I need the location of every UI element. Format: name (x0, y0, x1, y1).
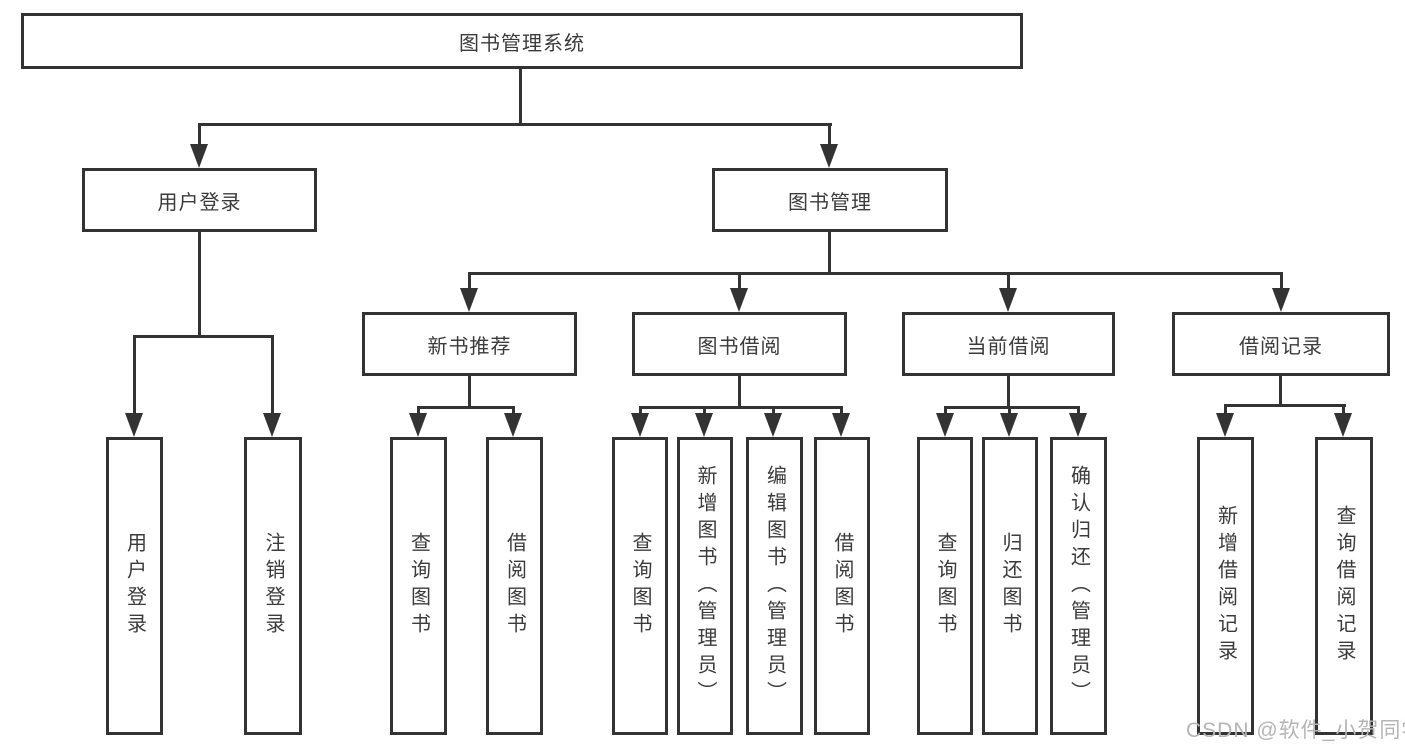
leaf-query-books-current: 查询图书 (917, 437, 973, 735)
connector-book-mgmt-branch (468, 272, 1283, 275)
connector-arrowhead (999, 288, 1017, 312)
leaf-label: 归还图书 (999, 532, 1021, 640)
leaf-query-books-recommend: 查询图书 (390, 437, 447, 735)
connector-stem (944, 406, 947, 416)
leaf-add-books-admin: 新增图书（管理员） (677, 437, 733, 735)
connector-book-borrow-branch (639, 406, 843, 409)
connector-arrowhead (631, 413, 649, 437)
leaf-label: 注销登录 (262, 532, 284, 640)
leaf-label: 查询图书 (629, 532, 651, 640)
connector-book-mgmt-drop (828, 232, 831, 275)
leaf-label: 查询图书 (934, 532, 956, 640)
connector-new-book-branch (417, 406, 515, 409)
leaf-label: 借阅图书 (831, 532, 853, 640)
connector-stem (1007, 272, 1010, 290)
connector-arrowhead (125, 413, 143, 437)
connector-arrowhead (1216, 413, 1234, 437)
connector-stem (468, 272, 471, 290)
connector-borrow-records-drop (1279, 376, 1282, 407)
connector-current-borrow-branch (944, 406, 1080, 409)
leaf-logout: 注销登录 (244, 437, 302, 735)
connector-borrow-records-branch (1224, 404, 1346, 407)
connector-arrowhead (936, 413, 954, 437)
connector-arrowhead (409, 413, 427, 437)
connector-stem (1280, 272, 1283, 290)
connector-current-borrow-drop (1007, 376, 1010, 409)
csdn-watermark: CSDN @软件_小贺同学 (1186, 719, 1405, 742)
connector-user-login-drop (198, 232, 201, 338)
leaf-label: 用户登录 (123, 532, 146, 640)
node-new-book-recommend: 新书推荐 (362, 312, 577, 376)
node-library-system: 图书管理系统 (21, 13, 1023, 69)
leaf-return-books: 归还图书 (982, 437, 1038, 735)
connector-arrowhead (820, 144, 838, 168)
node-book-management: 图书管理 (712, 168, 948, 232)
connector-arrowhead (263, 413, 281, 437)
connector-book-borrow-drop (738, 376, 741, 409)
connector-arrowhead (764, 413, 782, 437)
connector-arrowhead (1334, 413, 1352, 437)
leaf-label: 确认归还（管理员） (1067, 464, 1090, 708)
leaf-query-books-borrow: 查询图书 (612, 437, 668, 735)
connector-user-login-branch (133, 335, 274, 338)
leaf-add-borrow-record: 新增借阅记录 (1197, 437, 1254, 735)
connector-arrowhead (190, 144, 208, 168)
leaf-label: 新增图书（管理员） (694, 464, 716, 708)
connector-stem (639, 406, 642, 416)
connector-root-drop (519, 69, 522, 126)
leaf-borrow-books: 借阅图书 (814, 437, 870, 735)
connector-arrowhead (832, 413, 850, 437)
connector-stem (417, 406, 420, 416)
connector-stem (271, 335, 274, 417)
connector-arrowhead (460, 288, 478, 312)
leaf-label: 借阅图书 (503, 532, 526, 640)
connector-arrowhead (1069, 413, 1087, 437)
leaf-label: 查询借阅记录 (1333, 505, 1355, 667)
connector-stem (703, 406, 706, 416)
leaf-label: 新增借阅记录 (1214, 505, 1237, 667)
leaf-user-login: 用户登录 (106, 437, 163, 735)
connector-stem (512, 406, 515, 416)
connector-arrowhead (1000, 413, 1018, 437)
connector-arrowhead (1272, 288, 1290, 312)
leaf-query-borrow-record: 查询借阅记录 (1315, 437, 1373, 735)
node-current-borrow: 当前借阅 (902, 312, 1115, 376)
leaf-confirm-return-admin: 确认归还（管理员） (1050, 437, 1107, 735)
leaf-label: 查询图书 (407, 532, 430, 640)
connector-stem (198, 123, 201, 149)
connector-new-book-drop (468, 376, 471, 409)
connector-stem (828, 123, 831, 149)
node-user-login: 用户登录 (82, 168, 317, 232)
connector-arrowhead (695, 413, 713, 437)
connector-stem (738, 272, 741, 290)
connector-stem (1342, 404, 1345, 416)
leaf-edit-books-admin: 编辑图书（管理员） (746, 437, 803, 735)
connector-stem (1077, 406, 1080, 416)
connector-stem (840, 406, 843, 416)
leaf-borrow-books-recommend: 借阅图书 (486, 437, 543, 735)
connector-arrowhead (730, 288, 748, 312)
node-borrow-records: 借阅记录 (1172, 312, 1390, 376)
connector-arrowhead (504, 413, 522, 437)
leaf-label: 编辑图书（管理员） (763, 464, 786, 708)
connector-stem (1008, 406, 1011, 416)
connector-stem (133, 335, 136, 417)
node-book-borrow: 图书借阅 (632, 312, 847, 376)
connector-stem (772, 406, 775, 416)
connector-root-branch (198, 123, 832, 126)
connector-stem (1224, 404, 1227, 416)
